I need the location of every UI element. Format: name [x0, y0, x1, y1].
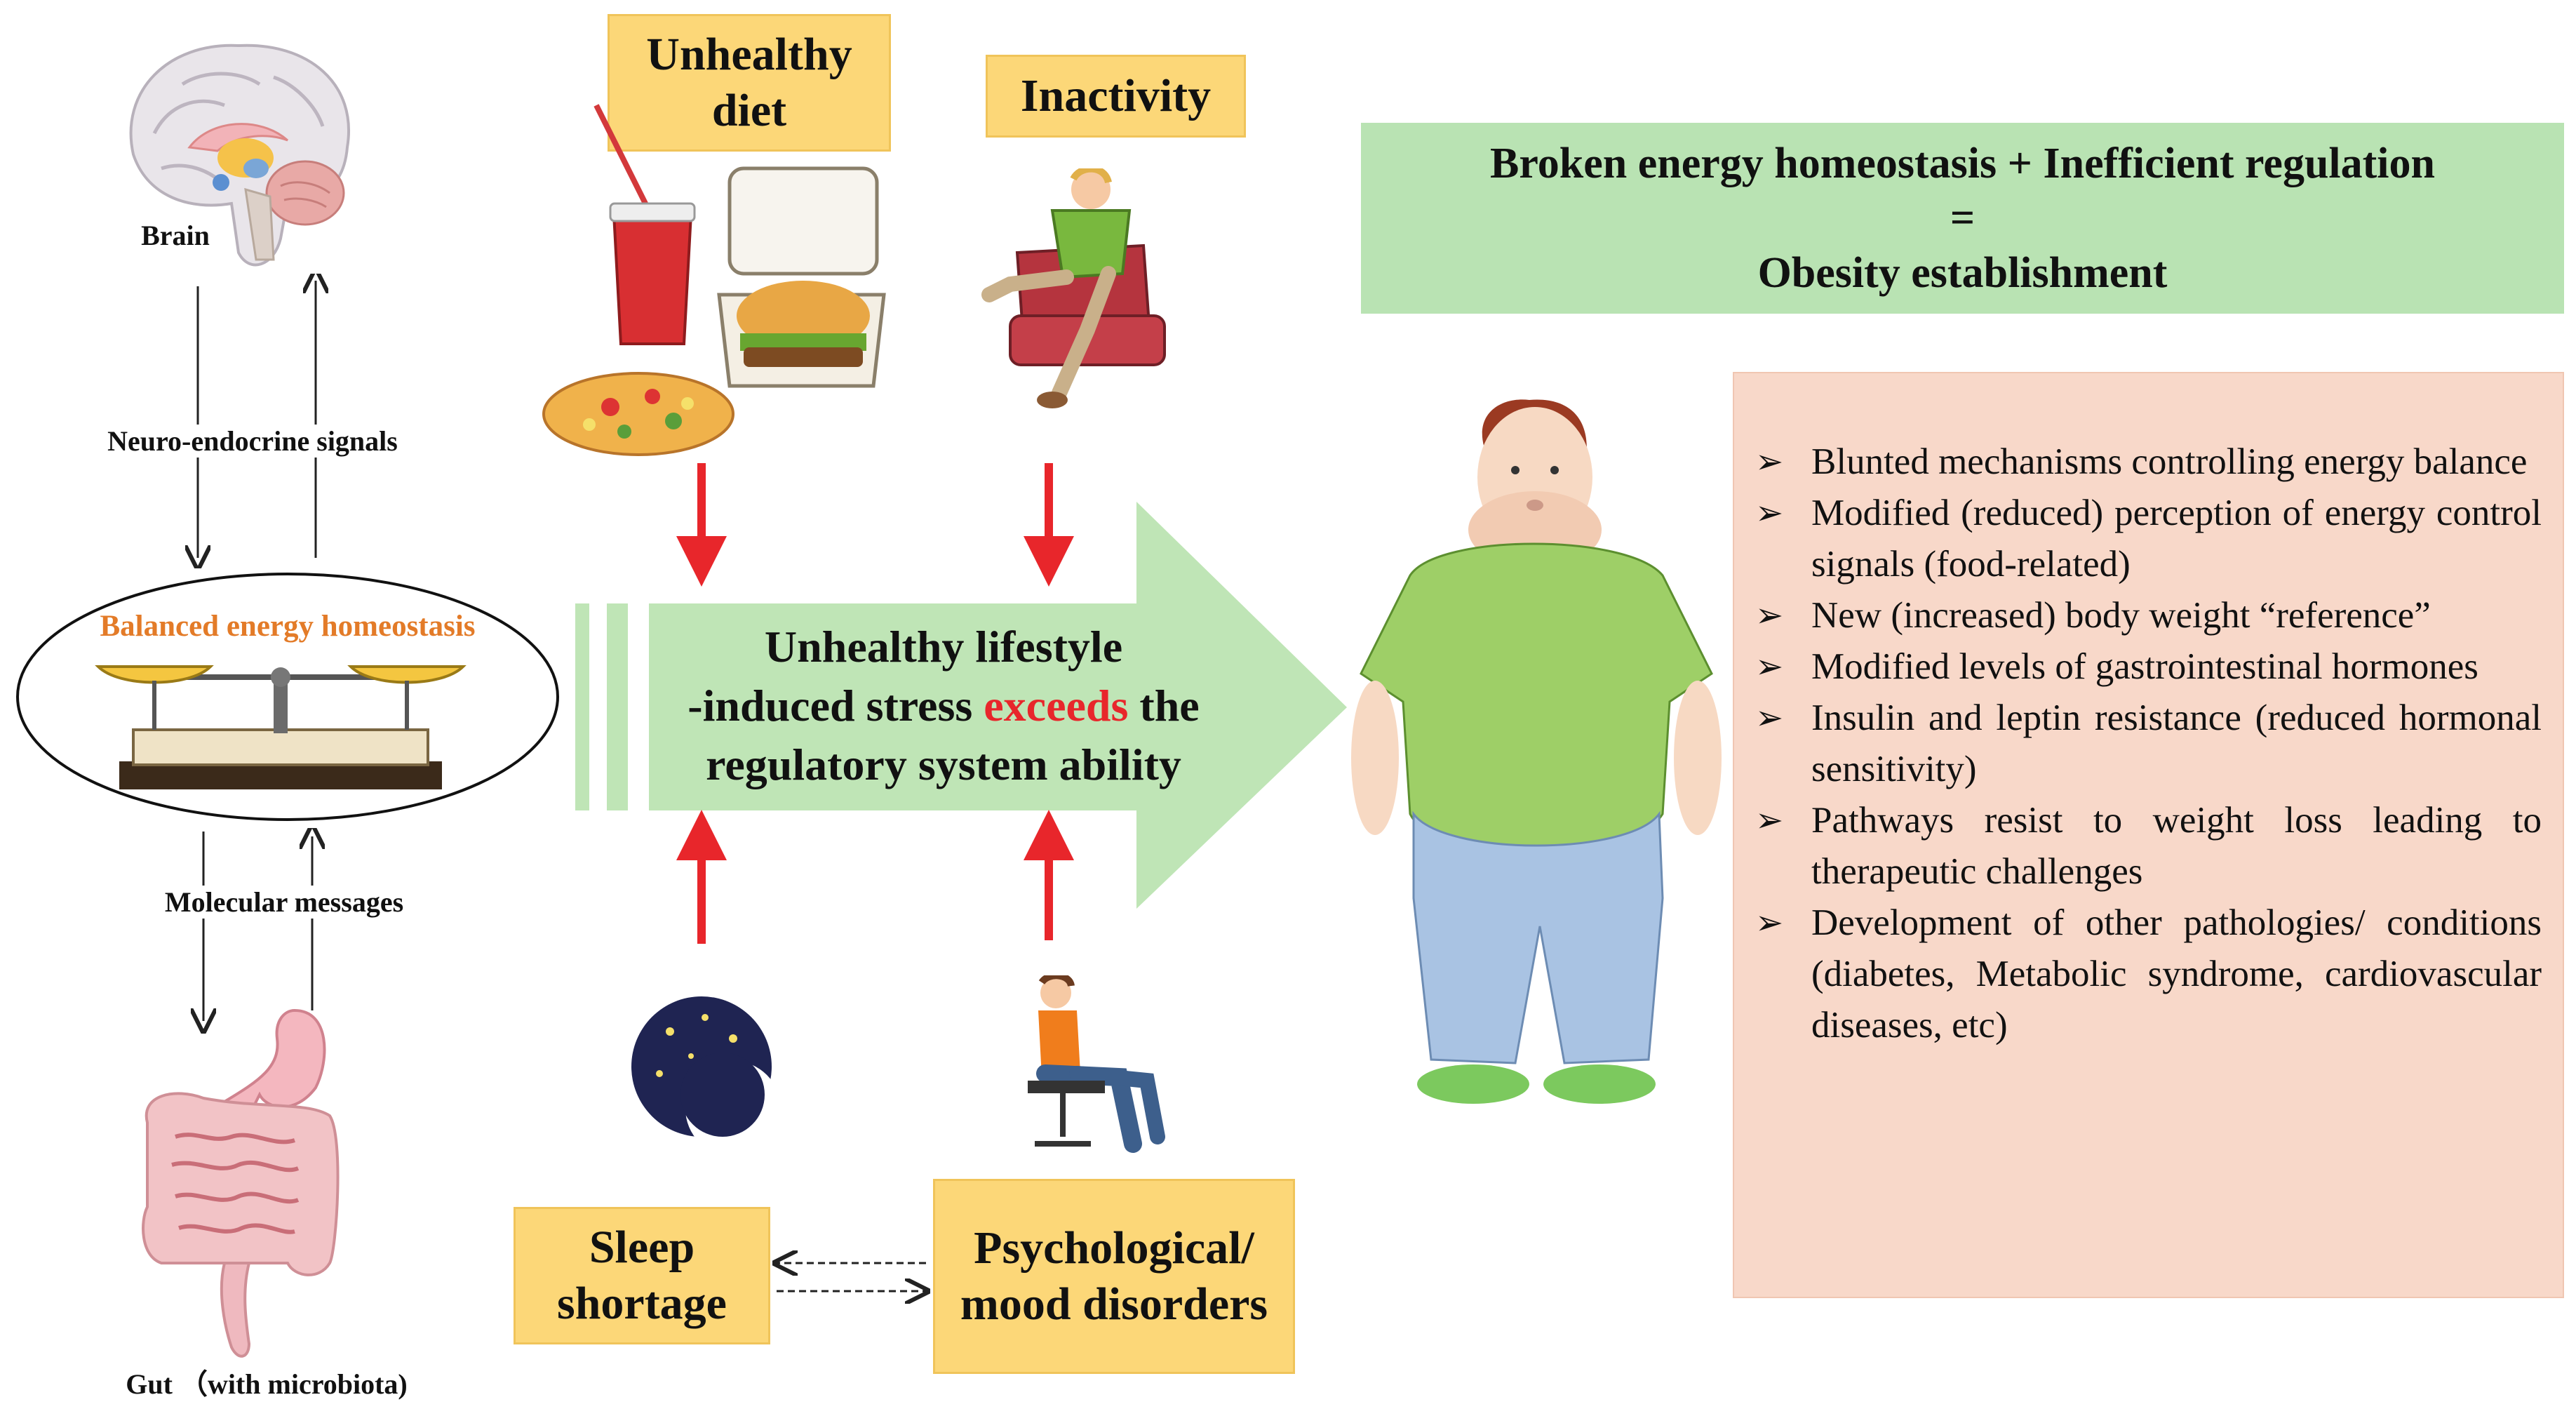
result-line3: Obesity establishment [1757, 249, 2168, 297]
lifestyle-stress-text: Unhealthy lifestyle -induced stress exce… [649, 617, 1238, 794]
couch-person-icon [981, 168, 1166, 408]
homeostasis-label: Balanced energy homeostasis [100, 610, 476, 643]
red-arrows [676, 463, 1074, 944]
consequence-item: ➢ Modified (reduced) perception of energy… [1755, 488, 2542, 590]
consequence-text: Modified levels of gastrointestinal horm… [1811, 646, 2478, 687]
gut-illustration [142, 1008, 340, 1358]
seated-person-icon [1028, 975, 1165, 1153]
consequence-text: Pathways resist to weight loss leading t… [1811, 800, 2542, 892]
homeostasis-ellipse [16, 573, 559, 821]
arrow-text-line3: regulatory system ability [706, 740, 1181, 789]
exceeds-highlight: exceeds [984, 681, 1129, 730]
sleep-shortage-box: Sleep shortage [514, 1207, 770, 1344]
consequence-text: Development of other pathologies/ condit… [1811, 902, 2542, 1046]
consequences-box: ➢ Blunted mechanisms controlling energy b… [1733, 372, 2564, 1298]
consequence-item: ➢ Development of other pathologies/ condi… [1755, 897, 2542, 1051]
bullet-arrow-icon: ➢ [1755, 700, 1784, 737]
consequence-text: New (increased) body weight “reference” [1811, 595, 2431, 636]
consequence-text: Modified (reduced) perception of energy … [1811, 493, 2542, 585]
arrow-text-line2-post: the [1128, 681, 1200, 730]
bullet-arrow-icon: ➢ [1755, 904, 1784, 942]
arrow-text-line2: -induced stress exceeds the [649, 676, 1238, 735]
molecular-messages-label: Molecular messages [84, 886, 484, 919]
neuro-endocrine-label: Neuro-endocrine signals [56, 425, 449, 458]
bullet-arrow-icon: ➢ [1755, 443, 1784, 481]
gut-label: Gut （with microbiota) [126, 1368, 408, 1400]
psych-disorders-box: Psychological/ mood disorders [933, 1179, 1295, 1374]
result-line1: Broken energy homeostasis + Inefficient … [1489, 140, 2436, 187]
bullet-arrow-icon: ➢ [1755, 597, 1784, 634]
consequence-item: ➢ Insulin and leptin resistance (reduced … [1755, 693, 2542, 795]
moon-night-icon [631, 996, 781, 1151]
bullet-arrow-icon: ➢ [1755, 495, 1784, 532]
inactivity-box: Inactivity [986, 55, 1246, 138]
consequence-item: ➢ Modified levels of gastrointestinal hor… [1755, 641, 2542, 693]
obesity-result-box: Broken energy homeostasis + Inefficient … [1361, 123, 2564, 314]
junk-food-icon [542, 104, 886, 456]
lifestyle-stress-arrow [575, 502, 1347, 909]
bullet-arrow-icon: ➢ [1755, 802, 1784, 839]
consequence-item: ➢ Blunted mechanisms controlling energy b… [1755, 436, 2542, 488]
arrow-text-line1: Unhealthy lifestyle [764, 622, 1123, 672]
brain-label: Brain [141, 220, 210, 251]
consequence-text: Blunted mechanisms controlling energy ba… [1811, 441, 2528, 482]
molecular-message-arrows [175, 828, 351, 1039]
brain-illustration [129, 44, 350, 267]
neuro-signal-arrows [175, 274, 351, 568]
bullet-arrow-icon: ➢ [1755, 648, 1784, 686]
arrow-text-line2-pre: -induced stress [687, 681, 984, 730]
obese-person-illustration [1351, 399, 1722, 1104]
dashed-link-arrows [768, 1246, 933, 1309]
unhealthy-diet-box: Unhealthy diet [608, 14, 891, 152]
consequence-text: Insulin and leptin resistance (reduced h… [1811, 697, 2542, 789]
consequence-item: ➢ Pathways resist to weight loss leading … [1755, 795, 2542, 897]
consequence-item: ➢ New (increased) body weight “reference” [1755, 590, 2542, 641]
result-equals: = [1950, 194, 1975, 242]
